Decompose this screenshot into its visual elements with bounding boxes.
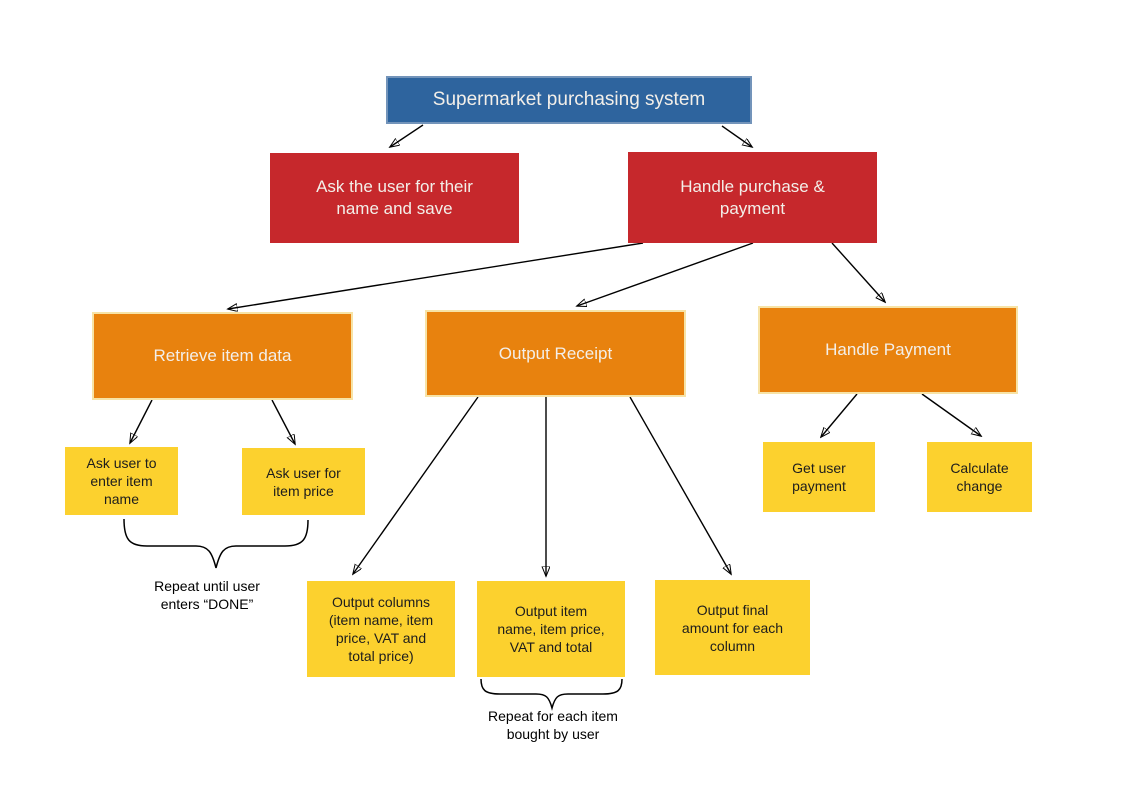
- repeat-items-brace: [480, 678, 623, 711]
- arrow-retrieve-to-item-price: [271, 399, 295, 444]
- node-handle-purchase-payment: Handle purchase &payment: [628, 152, 877, 243]
- arrow-purchase-to-receipt: [577, 242, 754, 306]
- node-output-receipt: Output Receipt: [425, 310, 686, 397]
- arrow-payment-to-get-payment: [821, 393, 858, 437]
- arrow-root-to-handle-purchase: [721, 125, 752, 147]
- arrow-purchase-to-payment: [831, 242, 885, 302]
- arrow-retrieve-to-item-name: [130, 399, 153, 443]
- node-retrieve-item-data: Retrieve item data: [92, 312, 353, 400]
- arrow-receipt-to-columns: [353, 396, 479, 574]
- node-supermarket-purchasing-system: Supermarket purchasing system: [386, 76, 752, 124]
- repeat-done-brace: [123, 518, 309, 569]
- arrow-purchase-to-retrieve: [228, 242, 644, 309]
- arrow-root-to-ask-name: [390, 124, 424, 147]
- node-handle-payment: Handle Payment: [758, 306, 1018, 394]
- arrow-payment-to-calc-change: [921, 393, 981, 436]
- arrow-receipt-to-final-amount: [629, 396, 731, 574]
